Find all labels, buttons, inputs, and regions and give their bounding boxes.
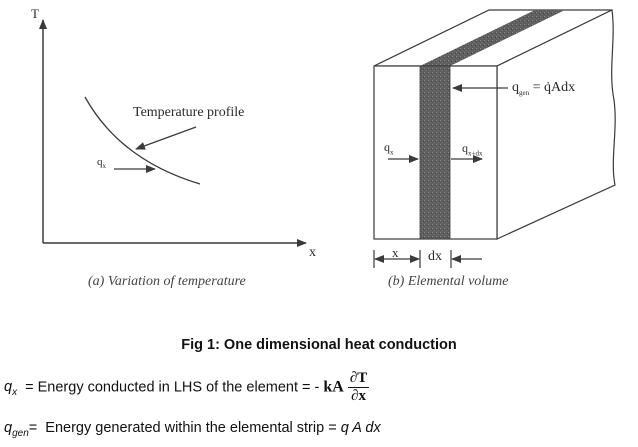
profile-pointer-arrow	[135, 126, 197, 150]
equation-qgen: qgen= Energy generated within the elemen…	[4, 420, 381, 439]
elemental-strip	[419, 65, 451, 240]
temperature-gradient-fraction: ∂T∂x	[347, 370, 370, 404]
dx-dimension-label: dx	[428, 249, 442, 264]
qgen-label: qgen = q̇Adx	[512, 80, 576, 97]
caption-b: (b) Elemental volume	[388, 274, 509, 289]
qx-symbol: qx	[4, 379, 18, 399]
panel-a-graph	[39, 19, 307, 247]
qgen-symbol: qgen	[4, 420, 29, 439]
x-axis-label: x	[309, 245, 316, 260]
qx-label-a: qx	[97, 156, 106, 171]
diagram-svg	[39, 9, 616, 268]
equation-qx: qx = Energy conducted in LHS of the elem…	[4, 370, 370, 405]
qgen-rhs: q A dx	[340, 420, 381, 436]
x-dimension-label: x	[392, 245, 399, 260]
y-axis-label: T	[31, 6, 39, 21]
panel-b-block	[373, 9, 616, 268]
qx-label-b: qx	[384, 140, 394, 157]
block-right-face	[496, 9, 616, 240]
figure: T x Temperature profile qx (a) Variation…	[31, 6, 616, 289]
qx-description: = Energy conducted in LHS of the element	[17, 379, 298, 396]
qx-coefficient: kA	[323, 378, 344, 396]
figure-title: Fig 1: One dimensional heat conduction	[181, 337, 457, 353]
temperature-curve	[84, 96, 201, 185]
qgen-description: = Energy generated within the elemental …	[28, 420, 341, 436]
strip-top	[420, 10, 565, 66]
caption-a: (a) Variation of temperature	[88, 274, 246, 289]
qx-dx-label: qx+dx	[462, 141, 483, 158]
qx-rhs-prefix: = -	[298, 379, 324, 396]
temperature-profile-label: Temperature profile	[133, 105, 245, 120]
